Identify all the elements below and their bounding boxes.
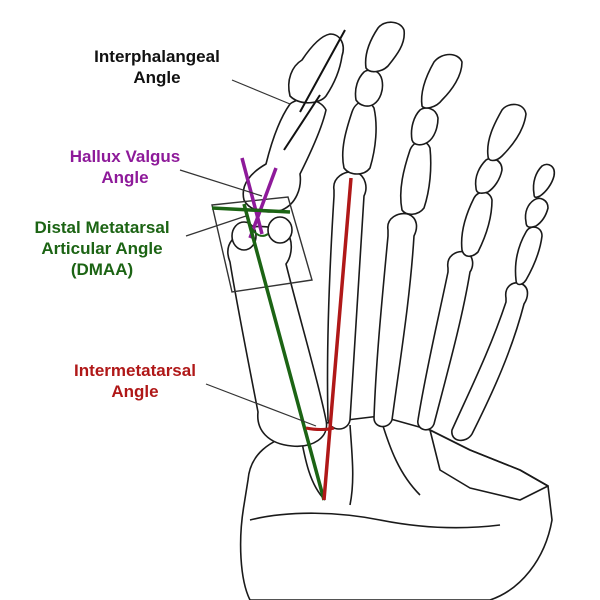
- second-distal-phalanx: [364, 21, 406, 73]
- dmaa-articular-line: [211, 206, 291, 214]
- dmaa-metatarsal-axis: [242, 203, 326, 501]
- dmaa-angle-arc: [249, 225, 269, 237]
- fourth-middle-phalanx: [474, 157, 503, 194]
- intermetatarsal-angle-label: Intermetatarsal Angle: [40, 360, 230, 402]
- second-proximal-phalanx: [341, 100, 377, 175]
- third-distal-phalanx: [420, 53, 463, 109]
- foot-bones: [227, 21, 556, 600]
- intermetatarsal-label-line2: Angle: [111, 382, 159, 401]
- fourth-proximal-phalanx: [460, 191, 493, 258]
- navicular-line: [249, 512, 501, 529]
- hallux-valgus-angle-label: Hallux Valgus Angle: [40, 146, 210, 188]
- fifth-proximal-phalanx: [514, 226, 543, 286]
- dmaa-lines: [211, 203, 326, 501]
- second-middle-phalanx: [354, 69, 384, 107]
- leader-hallux-valgus: [179, 169, 263, 197]
- hv-metatarsal-axis: [240, 157, 264, 235]
- dmaa-label: Distal Metatarsal Articular Angle (DMAA): [4, 217, 200, 280]
- cuboid: [429, 429, 549, 501]
- hallux-proximal-phalanx: [242, 98, 327, 213]
- hallux-valgus-label-line1: Hallux Valgus: [69, 147, 181, 166]
- sesamoid-lateral: [267, 216, 293, 244]
- hv-phalanx-axis: [248, 167, 278, 239]
- ip-proximal-axis: [283, 94, 321, 151]
- interphalangeal-angle-label: Interphalangeal Angle: [72, 46, 242, 88]
- leader-lines: [179, 79, 317, 427]
- im-angle-arc: [305, 426, 335, 431]
- fifth-distal-phalanx: [532, 163, 556, 199]
- fourth-distal-phalanx: [486, 103, 527, 162]
- leader-interphalangeal: [231, 79, 291, 105]
- tarsal-bones: [239, 415, 553, 600]
- dmaa-label-line3: (DMAA): [70, 260, 134, 279]
- im-second-metatarsal-axis: [322, 177, 353, 501]
- dmaa-label-line2: Articular Angle: [41, 239, 163, 258]
- interphalangeal-label-line2: Angle: [133, 68, 181, 87]
- hallux-valgus-label-line2: Angle: [101, 168, 149, 187]
- third-proximal-phalanx: [399, 140, 432, 216]
- hallux-distal-phalanx: [287, 33, 345, 104]
- hallux-valgus-angle-lines: [240, 157, 278, 239]
- fifth-middle-phalanx: [524, 197, 549, 228]
- first-metatarsal: [227, 225, 328, 447]
- interphalangeal-angle-lines: [283, 29, 346, 151]
- third-middle-phalanx: [410, 107, 439, 146]
- leader-intermetatarsal: [205, 383, 317, 427]
- intermetatarsal-label-line1: Intermetatarsal: [74, 361, 196, 380]
- ip-distal-axis: [299, 29, 346, 113]
- leader-dmaa: [185, 215, 247, 237]
- interphalangeal-label-line1: Interphalangeal: [94, 47, 220, 66]
- dmaa-label-line1: Distal Metatarsal: [34, 218, 170, 237]
- third-metatarsal: [373, 212, 418, 428]
- intermetatarsal-angle-lines: [305, 177, 353, 501]
